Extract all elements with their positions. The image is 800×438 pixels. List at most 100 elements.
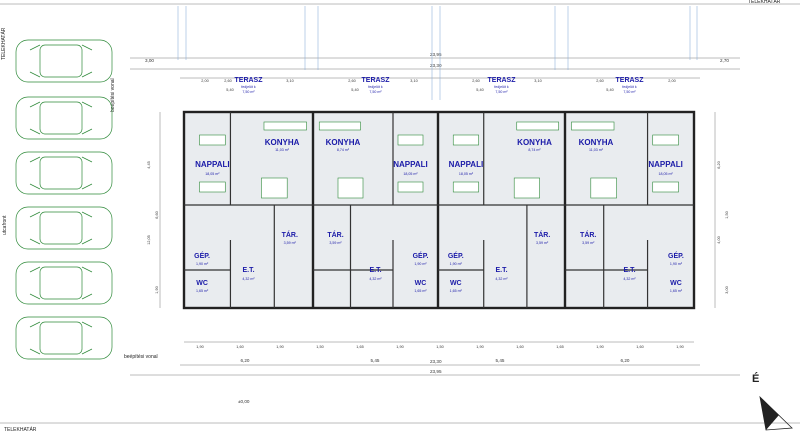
left-dim: 6,60 — [155, 211, 159, 218]
terrace-sub: fedjelöt k — [241, 85, 256, 89]
dim-top-inner: 23,30 — [430, 63, 442, 68]
room-wc: WC — [450, 280, 462, 287]
driveway-lines — [177, 6, 698, 100]
terrace-dim: 2,00 — [201, 79, 208, 83]
room-gep: GÉP. — [668, 251, 684, 260]
area-tar: 3,59 m² — [582, 241, 595, 245]
terrace-dim: 3,10 — [286, 79, 293, 83]
terrace-label: TERASZ — [362, 77, 391, 84]
room-nappali: NAPPALI — [393, 160, 428, 169]
dim-top-right: 2,70 — [720, 58, 729, 63]
parked-car — [15, 206, 113, 250]
area-konyha: 8,74 m² — [337, 148, 350, 152]
building-footprint — [182, 110, 696, 310]
bottom-dim: 1,65 — [556, 345, 563, 349]
parked-car — [15, 39, 113, 83]
dim-top-total: 23,95 — [430, 52, 442, 57]
terrace-dim: 3,10 — [534, 79, 541, 83]
bottom-dim-unit: 6,20 — [241, 358, 250, 363]
area-nappali: 18,05 m² — [205, 172, 220, 176]
room-et: E.T. — [623, 267, 635, 274]
room-gep: GÉP. — [413, 251, 429, 260]
area-konyha: 11,03 m² — [275, 148, 290, 152]
bottom-dim: 1,90 — [676, 345, 683, 349]
room-wc: WC — [196, 280, 208, 287]
boundary-label-left: TELEKHATÁR — [0, 27, 7, 60]
room-tar: TÁR. — [327, 230, 343, 239]
room-wc: WC — [415, 280, 427, 287]
terrace-area: 7,50 m² — [495, 90, 508, 94]
street-label: utcafront — [2, 215, 8, 235]
area-konyha: 8,74 m² — [528, 148, 541, 152]
area-et: 4,32 m² — [495, 277, 508, 281]
area-nappali: 18,05 m² — [459, 172, 474, 176]
left-dim: 12,05 — [147, 235, 151, 245]
area-et: 4,32 m² — [242, 277, 255, 281]
parking-cars — [15, 39, 113, 360]
room-et: E.T. — [242, 267, 254, 274]
terrace-area: 7,50 m² — [623, 90, 636, 94]
parked-car — [15, 151, 113, 195]
bottom-dim: 1,90 — [396, 345, 403, 349]
terrace-dim: 2,60 — [596, 79, 603, 83]
area-tar: 3,59 m² — [329, 241, 342, 245]
room-tar: TÁR. — [282, 230, 298, 239]
bottom-dim: 1,50 — [316, 345, 323, 349]
north-arrow: É — [752, 372, 793, 431]
bottom-dim-unit: 6,20 — [621, 358, 630, 363]
left-dim: 1,90 — [155, 286, 159, 293]
left-dim: 4,45 — [147, 161, 151, 168]
room-gep: GÉP. — [194, 251, 210, 260]
area-wc: 1,65 m² — [450, 289, 463, 293]
dim-top-left: 3,00 — [145, 58, 154, 63]
setback-label-bottom: beépítési vonal — [124, 354, 158, 360]
room-konyha: KONYHA — [517, 138, 552, 147]
area-wc: 1,65 m² — [414, 289, 427, 293]
parked-car — [15, 316, 113, 360]
terrace-sub-dim: 5,40 — [606, 88, 613, 92]
area-gep: 1,90 m² — [670, 262, 683, 266]
area-nappali: 18,05 m² — [659, 172, 674, 176]
boundary-label-bottom: TELEKHATÁR — [4, 426, 37, 433]
north-label: É — [752, 372, 759, 385]
setback-label-top: beépítési vonal — [110, 78, 116, 112]
area-konyha: 11,03 m² — [589, 148, 604, 152]
level-mark: ±0,00 — [238, 399, 250, 404]
area-wc: 1,65 m² — [670, 289, 683, 293]
bottom-dim: 1,65 — [356, 345, 363, 349]
room-et: E.T. — [495, 267, 507, 274]
right-dim: 4,00 — [717, 236, 721, 243]
area-wc: 1,65 m² — [196, 289, 209, 293]
room-gep: GÉP. — [448, 251, 464, 260]
bottom-dim: 1,60 — [516, 345, 523, 349]
parked-car — [15, 261, 113, 305]
terrace-sub-dim: 5,40 — [226, 88, 233, 92]
terrace-label: TERASZ — [488, 77, 517, 84]
right-dim: 1,50 — [725, 211, 729, 218]
terrace-sub: fedjelöt k — [368, 85, 383, 89]
room-tar: TÁR. — [580, 230, 596, 239]
area-nappali: 18,05 m² — [403, 172, 418, 176]
area-gep: 1,90 m² — [414, 262, 427, 266]
terrace-label: TERASZ — [616, 77, 645, 84]
room-konyha: KONYHA — [579, 138, 614, 147]
right-dim: 6,20 — [717, 161, 721, 168]
bottom-dim: 1,60 — [636, 345, 643, 349]
room-nappali: NAPPALI — [195, 160, 230, 169]
terrace-dim: 2,60 — [472, 79, 479, 83]
terrace-dim: 2,60 — [348, 79, 355, 83]
room-nappali: NAPPALI — [648, 160, 683, 169]
area-et: 4,32 m² — [623, 277, 636, 281]
side-dims: 4,45 6,60 12,05 1,90 6,20 1,50 4,00 3,00 — [147, 112, 729, 308]
boundary-label-top: TELEKHATÁR — [748, 0, 781, 5]
terrace-dim: 3,10 — [410, 79, 417, 83]
bottom-dim-unit: 5,45 — [496, 358, 505, 363]
right-dim: 3,00 — [725, 286, 729, 293]
terrace-label: TERASZ — [235, 77, 264, 84]
